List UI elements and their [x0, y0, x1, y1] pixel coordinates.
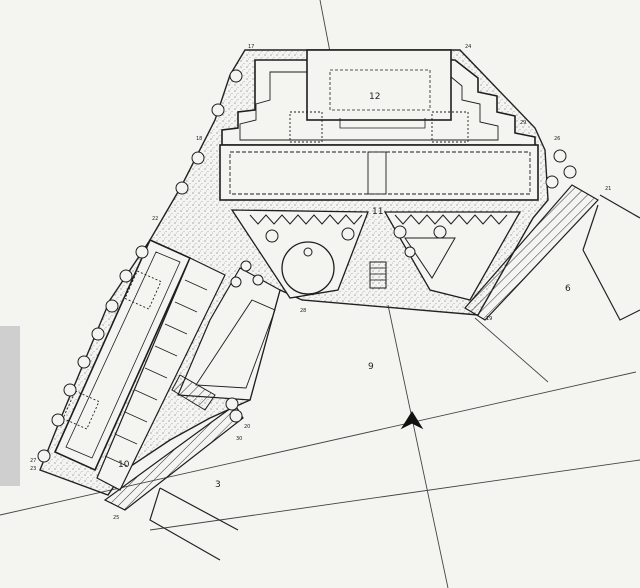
parking-middle-inner: [195, 299, 276, 389]
zone-label-9: 9: [368, 362, 374, 372]
stair-block-zone-10-upper: [124, 270, 162, 310]
tree-icon: [240, 260, 252, 272]
point-label-19: 19: [486, 316, 492, 322]
building-zone-12-dashed: [329, 69, 431, 111]
north-arrow-icon: [400, 411, 424, 430]
tree-icon: [545, 175, 559, 189]
point-label-21: 21: [605, 186, 611, 192]
tree-icon: [211, 103, 225, 117]
tree-icon: [191, 151, 205, 165]
stair-block-left: [289, 111, 323, 143]
tree-icon: [37, 449, 51, 463]
building-zone-12-notch: [339, 118, 426, 129]
zone-label-6: 6: [565, 284, 571, 294]
tree-icon: [225, 397, 239, 411]
stair-block-right: [431, 111, 469, 143]
zone-label-3: 3: [215, 480, 221, 490]
tree-icon: [393, 225, 407, 239]
point-labels: 18 26 22 28 19 20 27 23 25 17 21 24 29 3…: [30, 44, 611, 521]
point-label-30: 30: [236, 436, 242, 442]
zone-label-11: 11: [372, 207, 383, 217]
point-label-26: 26: [554, 136, 560, 142]
tree-icon: [265, 229, 279, 243]
parking-stalls-left: [104, 279, 208, 467]
survey-line-top: [319, 0, 331, 53]
chevron-paving: [249, 214, 508, 225]
building-zone-12-inner: [239, 71, 499, 141]
tree-icon: [229, 409, 243, 423]
zone-label-10: 10: [118, 460, 130, 470]
long-block-core: [367, 151, 387, 195]
building-zone-12-core: [306, 49, 452, 121]
tree-icon: [63, 383, 77, 397]
survey-line-north-axis: [387, 304, 449, 588]
survey-line-east: [474, 317, 549, 383]
tree-icon: [433, 225, 447, 239]
parking-strip-mid: [171, 374, 216, 411]
courtyard-right: [383, 211, 522, 301]
tree-icon: [51, 413, 65, 427]
fountain-center: [303, 247, 313, 257]
survey-line-south: [149, 459, 640, 531]
tree-icon: [229, 69, 243, 83]
point-label-23: 23: [30, 466, 36, 472]
tree-icons: [37, 69, 577, 463]
tree-icon: [77, 355, 91, 369]
tree-icon: [135, 245, 149, 259]
tree-icon: [230, 276, 242, 288]
point-label-28: 28: [300, 308, 306, 314]
tree-icon: [105, 299, 119, 313]
scan-margin-strip: [0, 326, 20, 486]
point-label-25: 25: [113, 515, 119, 521]
tree-icon: [91, 327, 105, 341]
point-label-24: 24: [465, 44, 471, 50]
fountain: [281, 241, 335, 295]
point-label-18: 18: [196, 136, 202, 142]
tree-icon: [341, 227, 355, 241]
tree-icon: [119, 269, 133, 283]
long-block: [219, 144, 539, 201]
tree-icon: [175, 181, 189, 195]
courtyard-right-planter: [404, 237, 456, 279]
point-label-22: 22: [152, 216, 158, 222]
zone-6-outline: [582, 194, 640, 321]
tree-icon: [553, 149, 567, 163]
point-label-17: 17: [248, 44, 254, 50]
tree-icon: [404, 246, 416, 258]
building-zone-10-inner: [65, 251, 181, 459]
tree-icon: [563, 165, 577, 179]
point-label-29: 29: [520, 120, 526, 126]
zone-label-12: 12: [369, 92, 380, 102]
building-zone-10: [53, 238, 192, 472]
tree-icon: [252, 274, 264, 286]
parking-strip-right: [464, 184, 599, 321]
point-label-27: 27: [30, 458, 36, 464]
sculpture-lines: [370, 267, 386, 281]
sculpture: [369, 261, 387, 289]
zone-3-outline: [149, 487, 239, 561]
point-label-20: 20: [244, 424, 250, 430]
stair-block-zone-10-lower: [62, 390, 100, 430]
